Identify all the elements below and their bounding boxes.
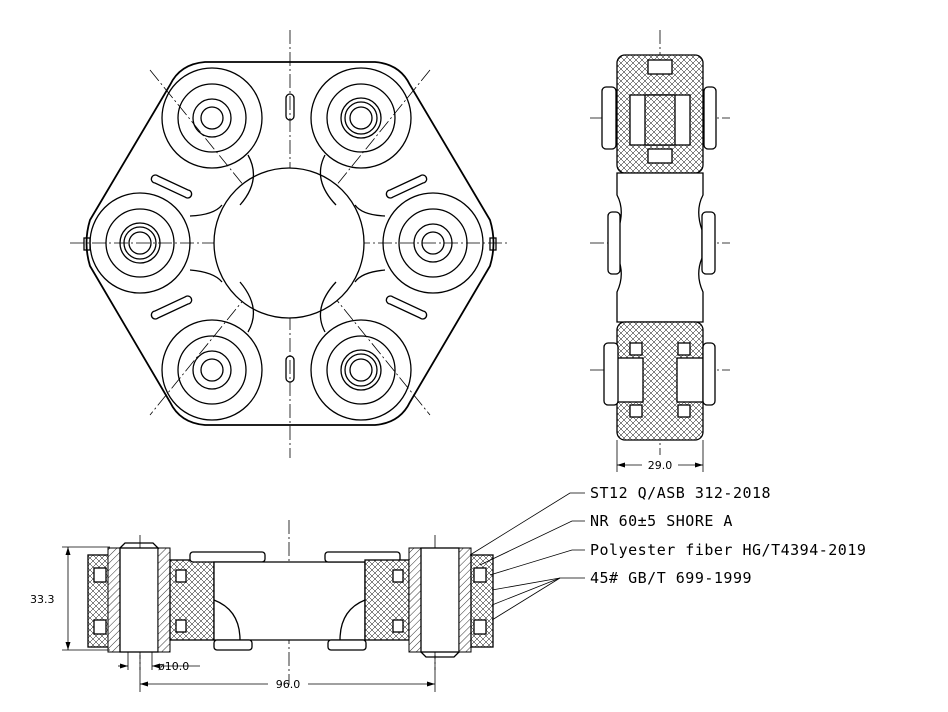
bolt-boss bbox=[382, 192, 484, 294]
dim-height: 33.3 bbox=[30, 593, 55, 606]
material-label-polyester: Polyester fiber HG/T4394-2019 bbox=[590, 541, 866, 559]
section-view: 33.3 ø10.0 96.0 bbox=[30, 492, 585, 692]
side-view: 29.0 bbox=[590, 30, 730, 472]
material-label-45steel: 45# GB/T 699-1999 bbox=[590, 569, 752, 587]
middle-body bbox=[616, 172, 704, 323]
material-label-nr: NR 60±5 SHORE A bbox=[590, 512, 733, 530]
nub bbox=[83, 237, 91, 251]
slot bbox=[285, 93, 295, 121]
slot bbox=[150, 174, 428, 320]
front-view bbox=[70, 30, 510, 458]
material-label-st12: ST12 Q/ASB 312-2018 bbox=[590, 484, 771, 502]
dim-bore: ø10.0 bbox=[158, 660, 189, 673]
coupling-outline bbox=[85, 61, 495, 426]
dim-width: 29.0 bbox=[648, 459, 673, 472]
central-hub bbox=[213, 167, 365, 319]
slot bbox=[285, 355, 295, 383]
dim-pitch: 96.0 bbox=[276, 678, 301, 691]
bolt-boss bbox=[310, 319, 412, 421]
nub bbox=[489, 237, 497, 251]
bolt-boss bbox=[310, 67, 412, 169]
bolt-boss bbox=[161, 67, 263, 169]
bolt-boss bbox=[161, 319, 263, 421]
